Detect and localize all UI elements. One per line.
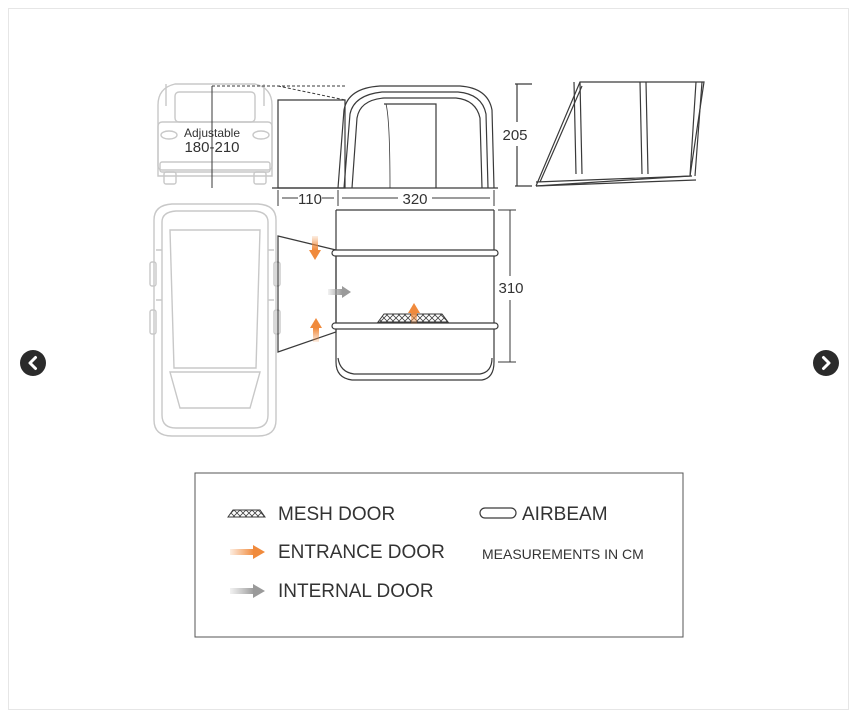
legend-units-note: MEASUREMENTS IN CM xyxy=(482,546,644,562)
legend-entrance-door-label: ENTRANCE DOOR xyxy=(278,542,445,563)
tent-plan-view xyxy=(277,209,495,381)
width-annex-label: 110 xyxy=(298,191,322,208)
width-main-label: 320 xyxy=(402,191,427,208)
tent-front-view xyxy=(272,85,498,189)
vehicle-top-view xyxy=(149,203,281,437)
adjustable-height-guides xyxy=(211,85,346,188)
legend-mesh-icon xyxy=(227,509,266,518)
airbeam-upper xyxy=(331,249,499,257)
internal-door-arrow xyxy=(328,286,351,298)
width-dimension-lines xyxy=(277,190,495,206)
next-image-button[interactable] xyxy=(813,350,839,376)
legend-entrance-arrow-icon xyxy=(230,545,265,559)
depth-dimension-line xyxy=(498,209,516,363)
legend-mesh-door-label: MESH DOOR xyxy=(278,504,396,525)
image-frame xyxy=(8,8,849,710)
depth-label: 310 xyxy=(498,280,523,297)
legend-internal-arrow-icon xyxy=(230,584,265,598)
height-label: 205 xyxy=(502,127,527,144)
entrance-arrow-main xyxy=(408,303,420,324)
legend-airbeam-icon xyxy=(479,507,517,519)
chevron-right-icon xyxy=(822,356,831,370)
legend-internal-door-label: INTERNAL DOOR xyxy=(278,581,434,602)
previous-image-button[interactable] xyxy=(20,350,46,376)
entrance-arrow-annex-top xyxy=(309,236,321,260)
legend-box xyxy=(194,472,684,638)
chevron-left-icon xyxy=(28,356,37,370)
vehicle-rear-view xyxy=(157,83,273,185)
entrance-arrow-annex-bottom xyxy=(310,318,322,342)
legend-airbeam-label: AIRBEAM xyxy=(522,504,608,525)
tent-side-view xyxy=(515,81,705,187)
